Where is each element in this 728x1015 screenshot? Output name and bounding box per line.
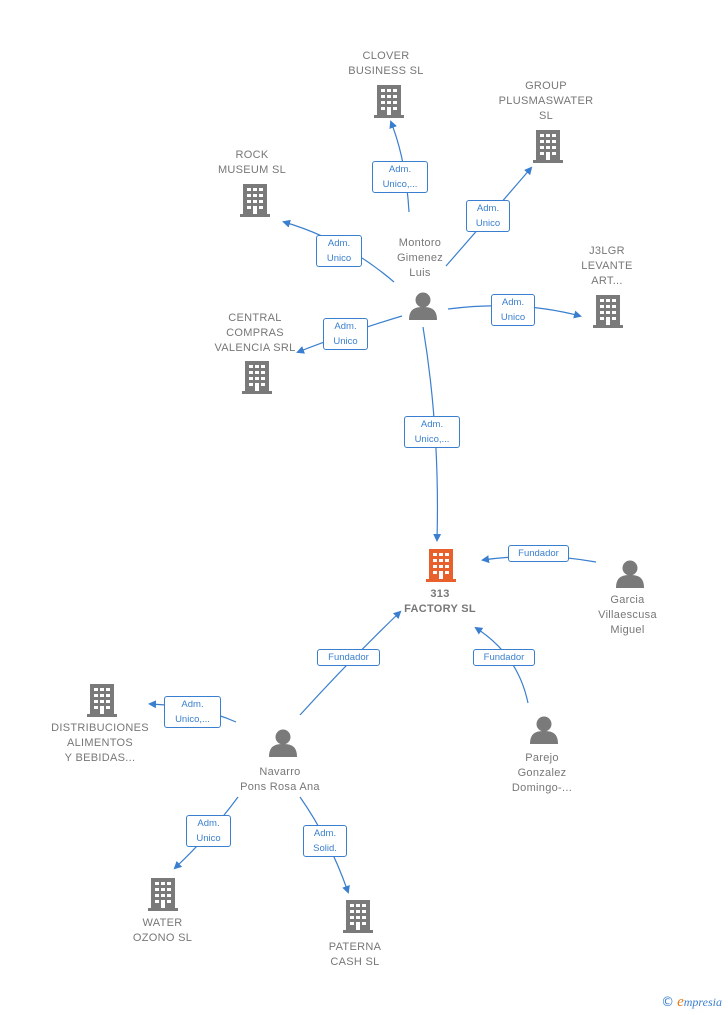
- building-icon: [533, 130, 563, 163]
- edge-label-parejo[interactable]: Fundador: [473, 649, 535, 666]
- person-icon: [269, 729, 297, 757]
- node-j3lgr-label[interactable]: J3LGR LEVANTE ART...: [581, 245, 633, 287]
- copyright-icon: ©: [661, 995, 675, 1010]
- person-icon: [530, 716, 558, 744]
- edge-label-paterna[interactable]: Adm. Solid.: [303, 825, 347, 857]
- node-paterna-label[interactable]: PATERNA CASH SL: [328, 941, 382, 968]
- node-clover-label[interactable]: CLOVER BUSINESS SL: [348, 50, 424, 77]
- edge-label-j3lgr[interactable]: Adm. Unico: [491, 294, 535, 326]
- node-parejo-label[interactable]: Parejo Gonzalez Domingo-...: [511, 752, 573, 794]
- edge-label-group[interactable]: Adm. Unico: [466, 200, 510, 232]
- node-rock-label[interactable]: ROCK MUSEUM SL: [217, 149, 287, 176]
- edge-label-water[interactable]: Adm. Unico: [186, 815, 231, 847]
- building-icon: [343, 900, 373, 933]
- edge-label-garcia[interactable]: Fundador: [508, 545, 569, 562]
- building-icon: [374, 85, 404, 118]
- building-icon: [148, 878, 178, 911]
- person-icon: [616, 560, 644, 588]
- node-water-label[interactable]: WATER OZONO SL: [132, 917, 193, 944]
- building-icon: [593, 295, 623, 328]
- edge-label-distrib[interactable]: Adm. Unico,...: [164, 696, 221, 728]
- node-central-label[interactable]: CENTRAL COMPRAS VALENCIA SRL: [214, 312, 296, 354]
- node-navarro-label[interactable]: Navarro Pons Rosa Ana: [240, 766, 320, 793]
- edge-label-rock[interactable]: Adm. Unico: [316, 235, 362, 267]
- edge-label-factory[interactable]: Adm. Unico,...: [404, 416, 460, 448]
- node-garcia-label[interactable]: Garcia Villaescusa Miguel: [598, 594, 657, 636]
- building-icon: [242, 361, 272, 394]
- building-icon-main: [426, 549, 456, 582]
- building-icon: [240, 184, 270, 217]
- node-montoro-label[interactable]: Montoro Gimenez Luis: [396, 237, 444, 279]
- person-icon: [409, 292, 437, 320]
- node-group-label[interactable]: GROUP PLUSMASWATER SL: [498, 80, 594, 122]
- building-icon: [87, 684, 117, 717]
- edge-label-navarro-factory[interactable]: Fundador: [317, 649, 380, 666]
- brand-logo: ©empresia: [661, 994, 722, 1010]
- node-factory-label[interactable]: 313 FACTORY SL: [404, 588, 476, 615]
- edge-label-clover[interactable]: Adm. Unico,...: [372, 161, 428, 193]
- node-distrib-label[interactable]: DISTRIBUCIONES ALIMENTOS Y BEBIDAS...: [51, 722, 149, 764]
- edge-label-central[interactable]: Adm. Unico: [323, 318, 368, 350]
